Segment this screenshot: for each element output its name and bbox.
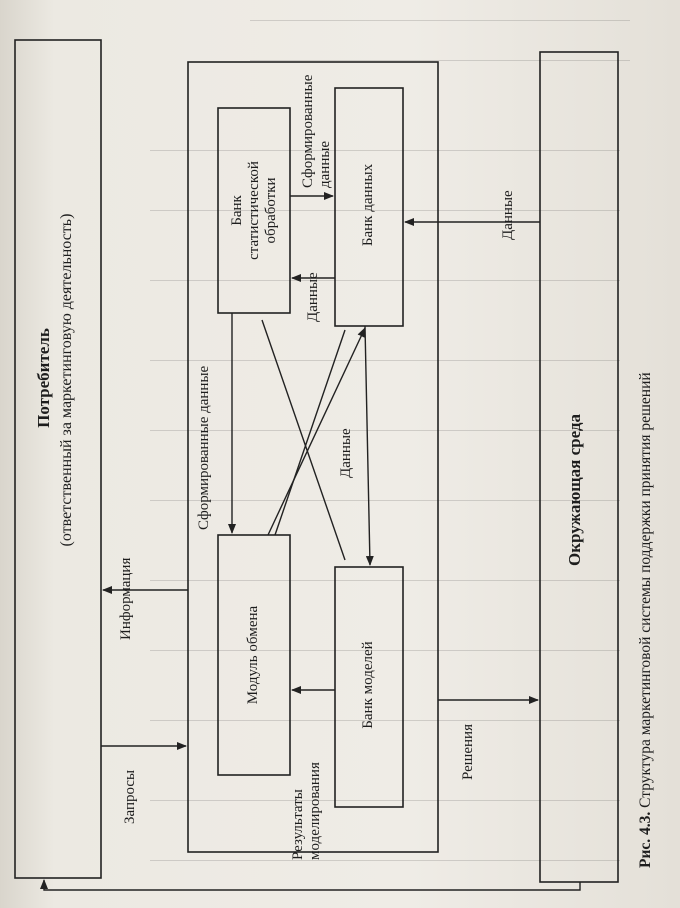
label-modeling-results: Результаты моделирования (290, 762, 324, 860)
environment-box (539, 51, 619, 883)
feedback-loop (40, 879, 581, 891)
data-bank-label: Банк данных (360, 163, 376, 247)
stat-bank-line-1: Банк (229, 195, 245, 226)
consumer-box (14, 39, 102, 879)
consumer-subtitle: (ответственный за маркетинговую деятельн… (58, 213, 75, 547)
arrow-module-to-databank (267, 327, 366, 536)
model-bank-box (334, 566, 404, 808)
caption-prefix: Рис. 4.3. (637, 811, 654, 868)
caption-text: Структура маркетинговой системы поддержк… (637, 372, 654, 808)
exchange-module-box (217, 534, 291, 776)
label-solutions: Решения (460, 724, 476, 780)
label-requests: Запросы (122, 769, 138, 824)
label-data-2: Данные (338, 428, 354, 478)
stat-bank-line-3: обработки (263, 177, 279, 244)
stat-bank-label: Банк статистической обработки (229, 123, 280, 298)
arrow-databank-to-modelbank (364, 325, 374, 566)
consumer-title: Потребитель (34, 328, 53, 428)
environment-title: Окружающая среда (565, 413, 584, 567)
figure-caption: Рис. 4.3. Структура маркетинговой систем… (637, 372, 654, 868)
modeling-results-line-1: Результаты (290, 789, 306, 860)
stat-bank-line-2: статистической (246, 161, 262, 260)
exchange-module-label: Модуль обмена (245, 605, 261, 705)
data-bank-box (334, 87, 404, 327)
formed-data-top-line-2: данные (317, 140, 333, 188)
model-bank-label: Банк моделей (360, 641, 376, 729)
label-information: Информация (118, 557, 134, 640)
modeling-results-line-2: моделирования (307, 762, 323, 860)
label-formed-data-left: Сформированные данные (196, 365, 212, 530)
system-box (187, 61, 439, 853)
formed-data-top-line-1: Сформированные (300, 74, 316, 188)
label-data-env: Данные (500, 190, 516, 240)
label-formed-data-top: Сформированные данные (300, 75, 334, 188)
stat-bank-box (217, 107, 291, 314)
label-data-1: Данные (305, 272, 321, 322)
cross-line-right (274, 329, 346, 536)
cross-line-left (261, 319, 346, 561)
